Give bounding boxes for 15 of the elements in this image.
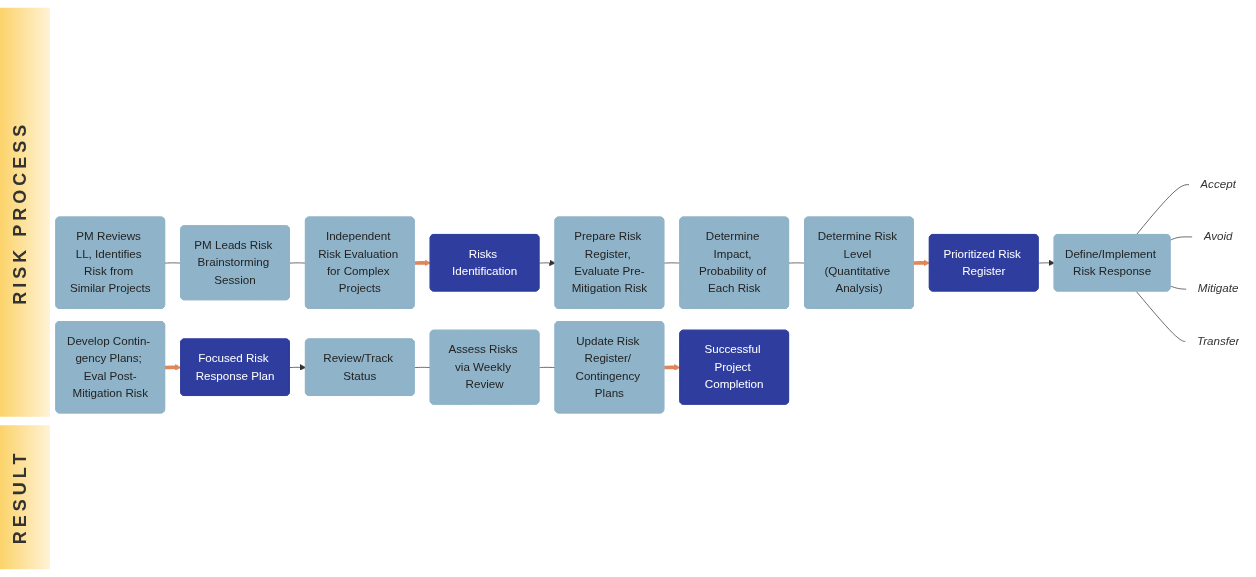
connector	[414, 366, 431, 368]
node-text: Mitigate	[1197, 281, 1239, 295]
row-label: RISK PROCESS	[0, 8, 50, 417]
connector	[1135, 183, 1191, 235]
connector	[1170, 236, 1194, 241]
node-text: Accept	[1200, 177, 1236, 190]
connector	[1135, 290, 1187, 342]
arrow	[913, 259, 930, 266]
arrow	[414, 259, 431, 266]
arrow	[663, 363, 681, 371]
row-label: RESULT	[0, 424, 50, 569]
node-text: Transfer	[1196, 334, 1240, 347]
node-text: Avoid	[1203, 229, 1233, 243]
connector	[539, 366, 556, 368]
connector	[1170, 285, 1188, 290]
